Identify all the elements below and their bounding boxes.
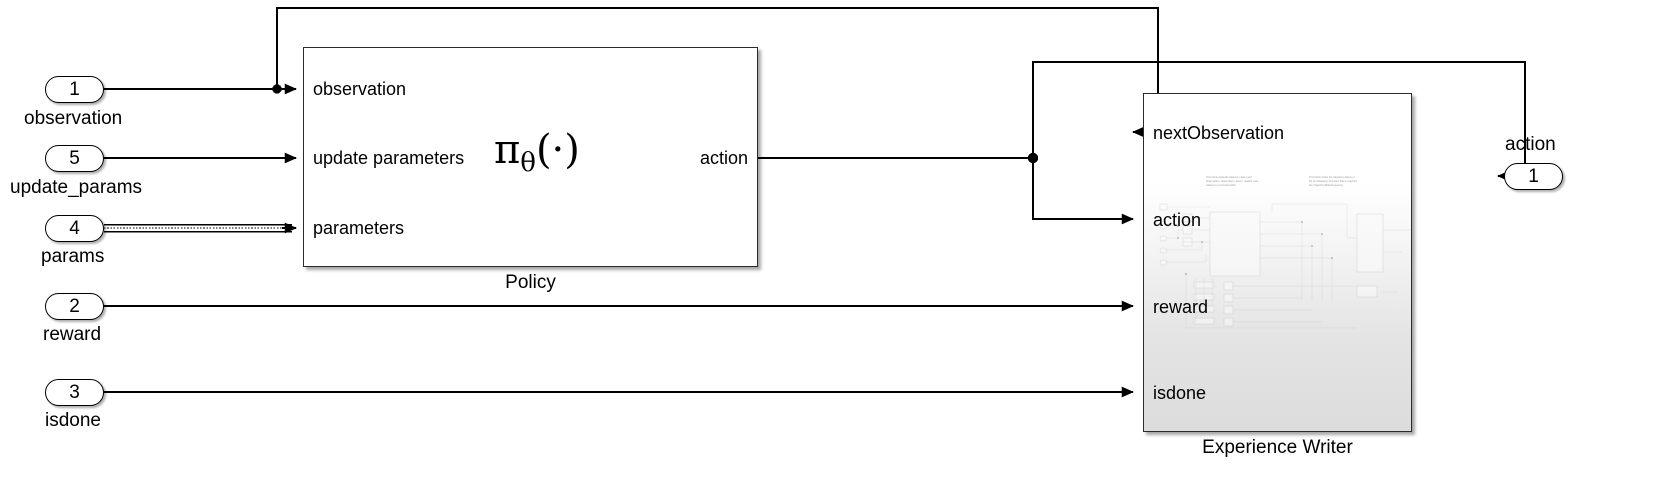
inport-caption-isdone: isdone (45, 410, 101, 431)
signal-params-bus (104, 222, 297, 234)
inport-caption-observation: observation (24, 108, 123, 129)
experience-writer-input-label-reward: reward (1153, 297, 1209, 317)
policy-input-label-parameters: parameters (313, 218, 405, 238)
inport-caption-params: params (41, 246, 105, 267)
policy-input-label-observation: observation (313, 79, 407, 99)
policy-function-glyph: πθ(·) (494, 127, 580, 178)
experience-writer-input-label-nextobservation: nextObservation (1153, 123, 1285, 143)
outport-caption-action: action (1505, 134, 1556, 155)
inport-2-reward[interactable]: 2 (45, 293, 104, 320)
inport-5-update-params[interactable]: 5 (45, 145, 104, 172)
outport-number: 1 (1528, 166, 1539, 187)
policy-glyph-theta: θ (520, 147, 536, 178)
inport-number: 4 (69, 218, 80, 239)
policy-block[interactable]: observation update parameters parameters… (303, 47, 758, 267)
experience-writer-block[interactable]: This block appends trajectory data (next… (1143, 93, 1412, 432)
policy-output-label-action: action (699, 148, 748, 168)
experience-writer-thumbnail-note-1: This block appends trajectory data (next… (1206, 176, 1258, 187)
inport-4-params[interactable]: 4 (45, 215, 104, 242)
policy-glyph-pi: π (494, 127, 521, 173)
experience-writer-block-caption: Experience Writer (1202, 437, 1353, 458)
experience-writer-thumbnail-note-2: This block writes the trajectory data to… (1309, 176, 1357, 187)
policy-glyph-tail: (·) (535, 127, 580, 173)
inport-caption-update-params: update_params (10, 177, 143, 198)
outport-1-action[interactable]: 1 (1504, 163, 1563, 190)
inport-number: 5 (69, 148, 80, 169)
signal-action-to-experience-writer (1032, 158, 1134, 225)
inport-caption-reward: reward (43, 324, 102, 345)
policy-block-caption: Policy (505, 272, 556, 293)
policy-input-label-update-parameters: update parameters (313, 148, 465, 168)
inport-3-isdone[interactable]: 3 (45, 379, 104, 406)
inport-number: 1 (69, 79, 80, 100)
experience-writer-input-label-action: action (1153, 210, 1202, 230)
experience-writer-input-label-isdone: isdone (1153, 383, 1207, 403)
inport-number: 3 (69, 382, 80, 403)
inport-1-observation[interactable]: 1 (45, 76, 104, 103)
inport-number: 2 (69, 296, 80, 317)
junction-action (1027, 152, 1039, 164)
junction-observation (272, 84, 282, 94)
experience-writer-thumbnail (1159, 203, 1411, 329)
